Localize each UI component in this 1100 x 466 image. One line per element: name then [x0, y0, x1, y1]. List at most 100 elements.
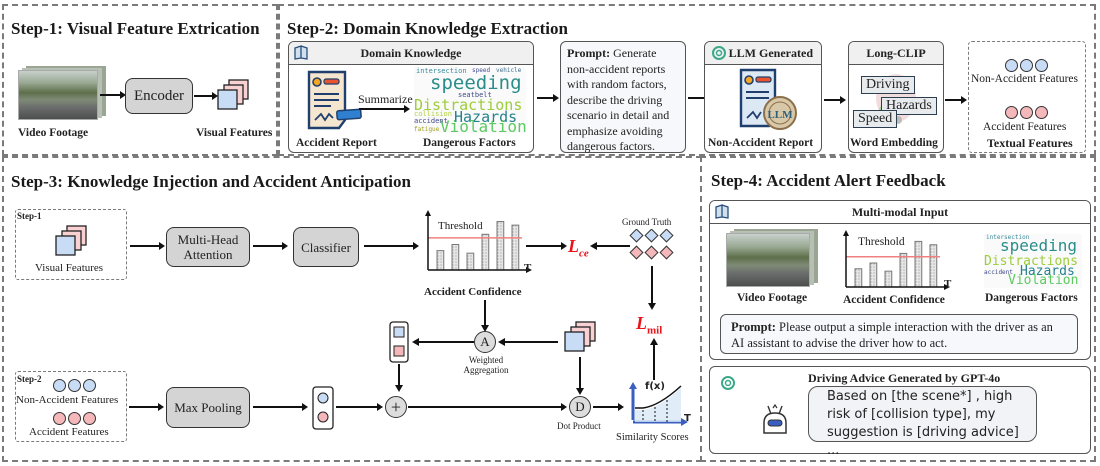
feature-circle: [53, 411, 66, 425]
x-axis-arrow: [944, 284, 950, 290]
video-footage-label: Video Footage: [18, 127, 89, 139]
lmil-sub: mil: [647, 324, 663, 337]
step2-panel: [278, 4, 1096, 156]
multimodal-input-title: Multi-modal Input: [851, 204, 949, 219]
prompt-label: Prompt:: [567, 46, 611, 60]
confidence-bar: [511, 224, 520, 271]
encoder-block: Encoder: [125, 78, 193, 114]
textual-features-label: Textual Features: [987, 136, 1073, 150]
domain-knowledge-title: Domain Knowledge: [360, 45, 462, 60]
y-axis-arrow: [425, 210, 431, 216]
advice-prompt-box: Prompt: Please output a simple interacti…: [720, 314, 1078, 354]
wordcloud-small-word: intersection: [986, 234, 1030, 241]
prompt-text: Please output a simple interaction with …: [731, 320, 1053, 350]
wordcloud-small-word: accident: [414, 117, 448, 125]
wordcloud-small-word: speed: [472, 67, 491, 74]
accident-confidence-label: Accident Confidence: [424, 286, 522, 298]
arrow-vector-to-plus: [395, 364, 403, 392]
feature-circle: [1035, 105, 1048, 119]
wordcloud-small-word: collision: [414, 110, 452, 118]
y-axis-arrow: [843, 230, 849, 236]
arrow-to-max-pooling: [129, 403, 164, 411]
multimodal-input-header: Multi-modal Input: [710, 201, 1090, 224]
similarity-scores-label: Similarity Scores: [616, 432, 689, 443]
wordcloud-word-distractions: Distractions: [984, 254, 1078, 269]
confidence-bar: [466, 252, 475, 271]
accident-confidence-chart: [425, 210, 532, 273]
llm-generated-box: LLM Generated: [704, 41, 822, 153]
arrow-summarize: [359, 105, 410, 113]
arrow-video-to-encoder: [100, 91, 126, 99]
arrow-to-confidence: [364, 242, 419, 250]
arrow-sim-to-lmil: [650, 338, 658, 380]
arrow-to-prompt: [537, 94, 559, 102]
confidence-bar: [436, 250, 445, 271]
robot-assistant-icon: [763, 403, 787, 434]
multi-head-attention-block: Multi-Head Attention: [166, 227, 250, 267]
generation-prompt-box: Prompt: Generate non-accident reports wi…: [560, 41, 686, 153]
arrow-confidence-to-aggregation: [481, 300, 489, 332]
confidence-bar: [869, 262, 878, 288]
advice-speech-bubble: Based on [the scene*] , high risk of [co…: [808, 386, 1037, 458]
wordcloud-word-hazards: Hazards: [454, 108, 518, 126]
feature-circle: [1020, 105, 1033, 119]
accident-report-icon: [307, 70, 362, 130]
confidence-bar: [899, 252, 908, 288]
wordcloud-word-distractions: Distractions: [414, 96, 523, 114]
feature-circle: [83, 411, 96, 425]
confidence-bar: [884, 270, 893, 288]
feature-circle: [68, 411, 81, 425]
arrow-encoder-to-features: [194, 92, 218, 100]
prompt-text: Generate non-accident reports with rando…: [567, 46, 670, 153]
wordcloud-small-word: vehicle: [496, 67, 522, 74]
similarity-t-axis: T: [684, 413, 691, 424]
dangerous-factors-wordcloud: intersection speed vehicle speeding seat…: [414, 67, 526, 133]
dot-product-label: Dot Product: [557, 421, 601, 431]
non-accident-report-icon: LLM: [739, 68, 797, 130]
non-accident-features-label: Non-Accident Features: [16, 394, 119, 406]
dangerous-factors-label: Dangerous Factors: [423, 137, 516, 149]
openai-logo-icon: [721, 376, 735, 390]
arrow-aggregation-to-fused: [412, 338, 474, 346]
threshold-label: Threshold: [858, 236, 905, 248]
domain-knowledge-header: Domain Knowledge: [289, 42, 533, 65]
wordcloud-small-word: accident: [984, 269, 1013, 276]
confidence-bar: [496, 221, 505, 271]
step2-title: Step-2: Domain Knowledge Extraction: [287, 19, 568, 38]
arrow-dot-to-similarity: [593, 403, 624, 411]
t-axis-label: T: [524, 262, 532, 274]
visual-features-label: Visual Features: [35, 262, 104, 274]
arrow-features-to-dot: [576, 357, 584, 395]
book-icon: [294, 45, 308, 60]
element-wise-add-node: +: [385, 396, 407, 418]
arrow-to-classifier: [253, 242, 288, 250]
wordcloud-small-word: intersection: [416, 67, 467, 75]
step1-feature-box: [15, 209, 127, 280]
arrow-gt-to-lce: [590, 242, 630, 250]
step3-title: Step-3: Knowledge Injection and Accident…: [11, 172, 411, 191]
threshold-label: Threshold: [438, 220, 483, 232]
llm-generated-title: LLM Generated: [728, 45, 813, 60]
feature-circle: [68, 378, 81, 392]
accident-confidence-label: Accident Confidence: [843, 294, 945, 306]
arrow-to-mha: [130, 242, 165, 250]
step1-panel: [2, 4, 278, 156]
driving-advice-title: Driving Advice Generated by GPT-4o: [808, 371, 1001, 385]
arrow-to-lce: [526, 242, 567, 250]
embedding-word-speed: Speed: [853, 110, 898, 128]
arrow-features-to-aggregation: [498, 338, 558, 346]
openai-logo-icon: [712, 46, 726, 60]
lmil-main: L: [636, 313, 647, 333]
video-footage-image: [726, 233, 810, 287]
video-footage-label: Video Footage: [737, 292, 808, 304]
step1-tag: Step-1: [17, 211, 42, 221]
wordcloud-word-violation: Violation: [1008, 273, 1079, 288]
step2-tag: Step-2: [17, 374, 42, 384]
prompt-label: Prompt:: [731, 320, 776, 334]
wordcloud-word-hazards: Hazards: [1020, 264, 1075, 279]
visual-features-icon: [217, 79, 249, 110]
confidence-bar: [481, 233, 490, 271]
lce-main: L: [568, 236, 579, 256]
visual-features-label: Visual Features: [196, 127, 273, 139]
ground-truth-diamonds: [629, 229, 674, 260]
